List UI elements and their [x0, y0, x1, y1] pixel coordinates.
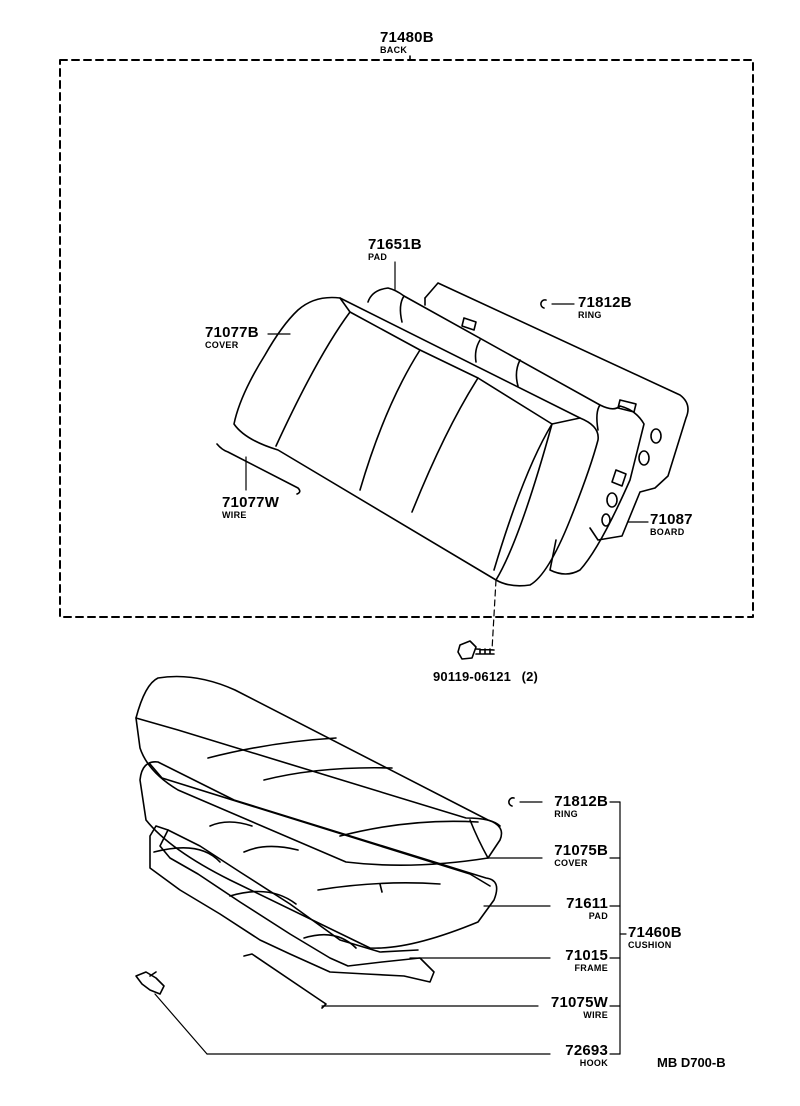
back-pad-description: PAD	[368, 252, 388, 262]
hook-drawing	[135, 971, 165, 995]
bolt-drawing	[457, 640, 495, 660]
back-cover-drawing	[233, 296, 599, 587]
cushion-hook-label: 72693 HOOK	[565, 1043, 608, 1068]
back-board-drawing	[424, 282, 689, 541]
back-ring-label: 71812B RING	[578, 295, 632, 320]
diagram-code: MB D700-B	[657, 1055, 726, 1070]
back-part-number: 71480B	[380, 29, 434, 46]
cushion-cover-description: COVER	[554, 858, 588, 868]
back-pad-label: 71651B PAD	[368, 237, 422, 262]
back-wire-description: WIRE	[222, 510, 247, 520]
cushion-ring-description: RING	[554, 809, 578, 819]
cushion-pad-drawing	[139, 761, 498, 949]
cushion-pad-label: 71611 PAD	[566, 896, 608, 921]
back-board-label: 71087 BOARD	[650, 512, 693, 537]
cushion-description: CUSHION	[628, 940, 672, 950]
back-assembly-boundary	[59, 59, 754, 618]
bolt-part-number: 90119-06121	[433, 669, 512, 684]
back-ring-drawing	[540, 299, 547, 309]
cushion-cover-label: 71075B COVER	[554, 843, 608, 868]
cushion-wire-label: 71075W WIRE	[551, 995, 608, 1020]
cushion-frame-description: FRAME	[574, 963, 608, 973]
cushion-cover-drawing	[135, 675, 503, 866]
cushion-hook-part-number: 72693	[565, 1042, 608, 1059]
cushion-hook-description: HOOK	[579, 1058, 608, 1068]
cushion-leader-lines	[154, 801, 627, 1055]
back-assembly-label: 71480B BACK	[380, 30, 434, 55]
cushion-frame-label: 71015 FRAME	[565, 948, 608, 973]
back-pad-part-number: 71651B	[368, 236, 422, 253]
back-cover-description: COVER	[205, 340, 239, 350]
back-cover-label: 71077B COVER	[205, 325, 259, 350]
back-leader-lines	[245, 261, 649, 523]
cushion-wire-part-number: 71075W	[550, 994, 608, 1011]
back-ring-part-number: 71812B	[578, 294, 632, 311]
back-pad-drawing	[367, 287, 645, 575]
cushion-ring-label: 71812B RING	[554, 794, 608, 819]
back-cover-part-number: 71077B	[205, 324, 259, 341]
cushion-ring-drawing	[508, 797, 515, 807]
cushion-ring-part-number: 71812B	[554, 793, 608, 810]
bolt-dashed-leader	[491, 579, 497, 651]
cushion-frame-part-number: 71015	[565, 947, 608, 964]
bolt-quantity: (2)	[521, 669, 539, 684]
back-wire-drawing	[216, 443, 301, 495]
cushion-pad-part-number: 71611	[566, 895, 608, 912]
back-board-description: BOARD	[650, 527, 685, 537]
bolt-label: 90119-06121 (2)	[433, 669, 538, 685]
cushion-part-number: 71460B	[628, 924, 682, 941]
cushion-assembly-label: 71460B CUSHION	[628, 925, 682, 950]
back-board-part-number: 71087	[650, 511, 693, 528]
back-wire-label: 71077W WIRE	[222, 495, 279, 520]
cushion-pad-description: PAD	[588, 911, 608, 921]
cushion-wire-drawing	[243, 953, 327, 1009]
back-description: BACK	[380, 45, 408, 55]
cushion-cover-part-number: 71075B	[554, 842, 608, 859]
back-wire-part-number: 71077W	[222, 494, 280, 511]
cushion-wire-description: WIRE	[583, 1010, 608, 1020]
back-ring-description: RING	[578, 310, 602, 320]
